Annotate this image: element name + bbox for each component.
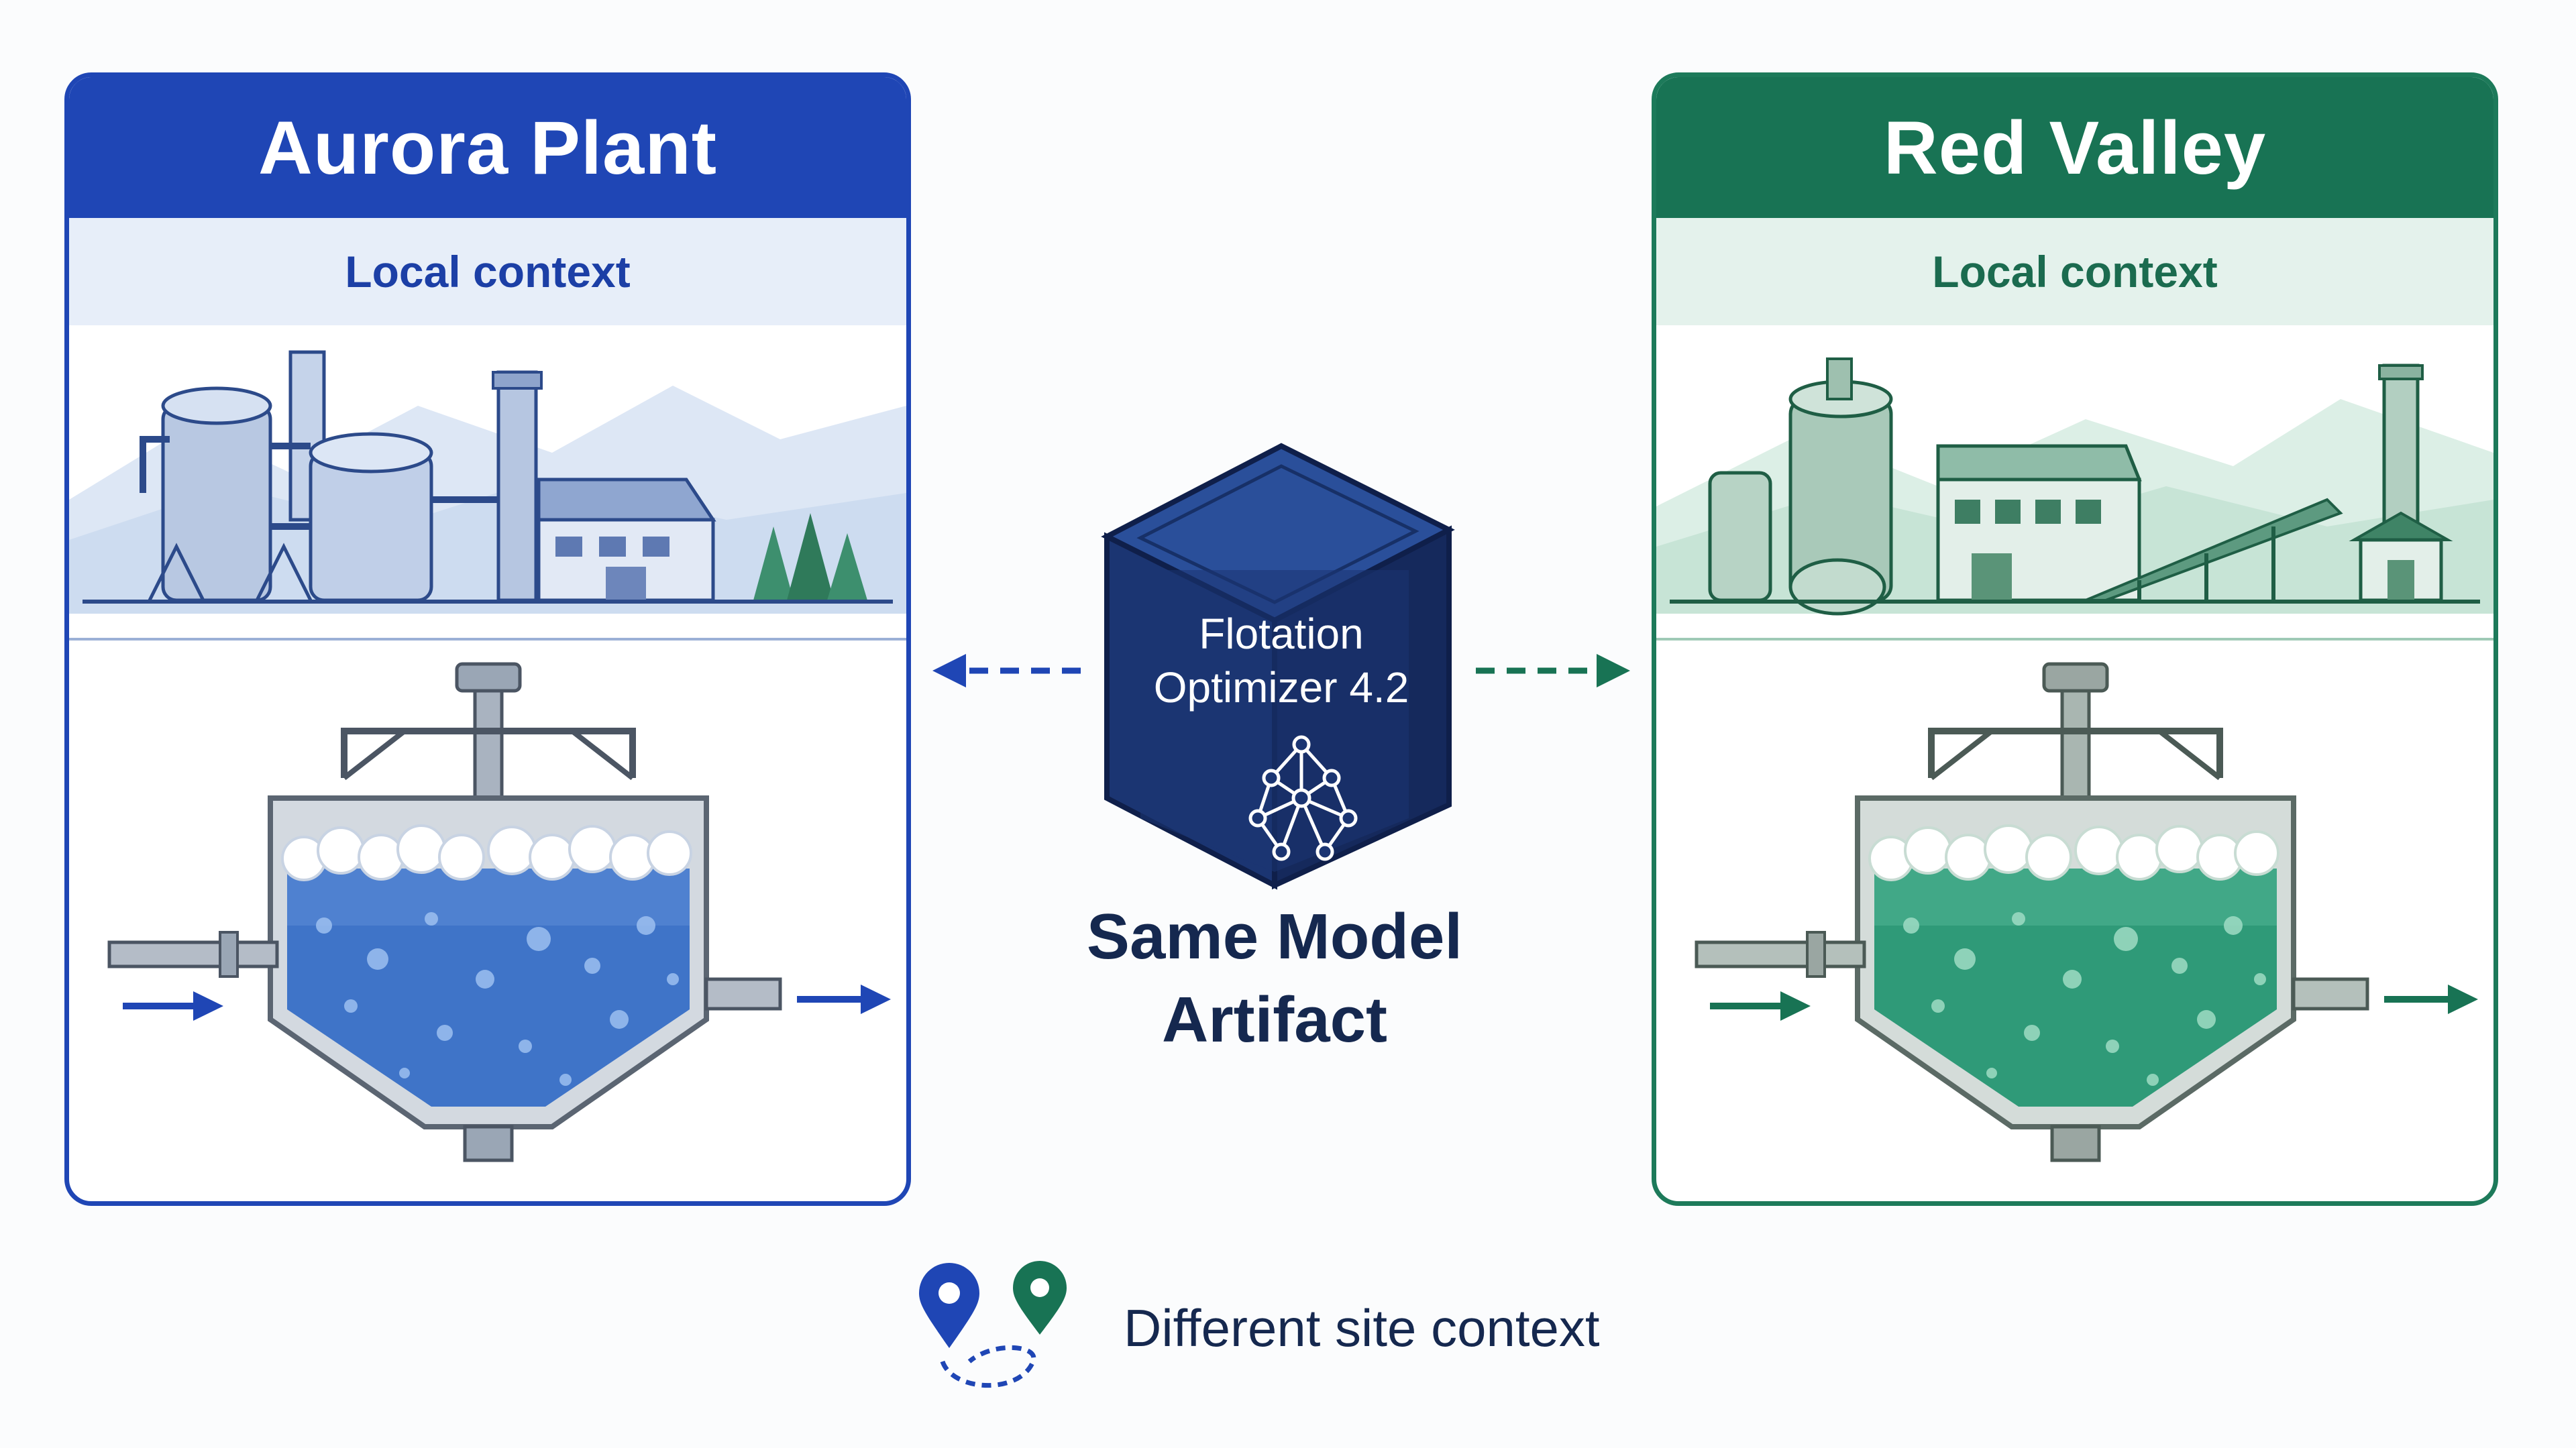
neural-network-icon xyxy=(1248,735,1358,861)
flotation-cell-aurora xyxy=(107,662,891,1162)
dashed-arrow-to-aurora xyxy=(932,654,1087,687)
flotation-cell-red-valley xyxy=(1695,662,2478,1162)
model-artifact-cube xyxy=(1101,443,1455,890)
site-panel-red-valley: Red Valley Local context xyxy=(1652,72,2498,1206)
site-title-aurora: Aurora Plant xyxy=(69,77,906,218)
local-context-label-red-valley: Local context xyxy=(1656,218,2493,325)
site-panel-aurora: Aurora Plant Local context xyxy=(64,72,911,1206)
plant-illustration-red-valley xyxy=(1656,325,2493,641)
location-pins-icon xyxy=(919,1261,1067,1388)
local-context-label-aurora: Local context xyxy=(69,218,906,325)
site-title-red-valley: Red Valley xyxy=(1656,77,2493,218)
legend-different-site-context: Different site context xyxy=(1124,1298,1600,1357)
dashed-arrow-to-red-valley xyxy=(1476,654,1630,687)
plant-illustration-aurora xyxy=(69,325,906,641)
